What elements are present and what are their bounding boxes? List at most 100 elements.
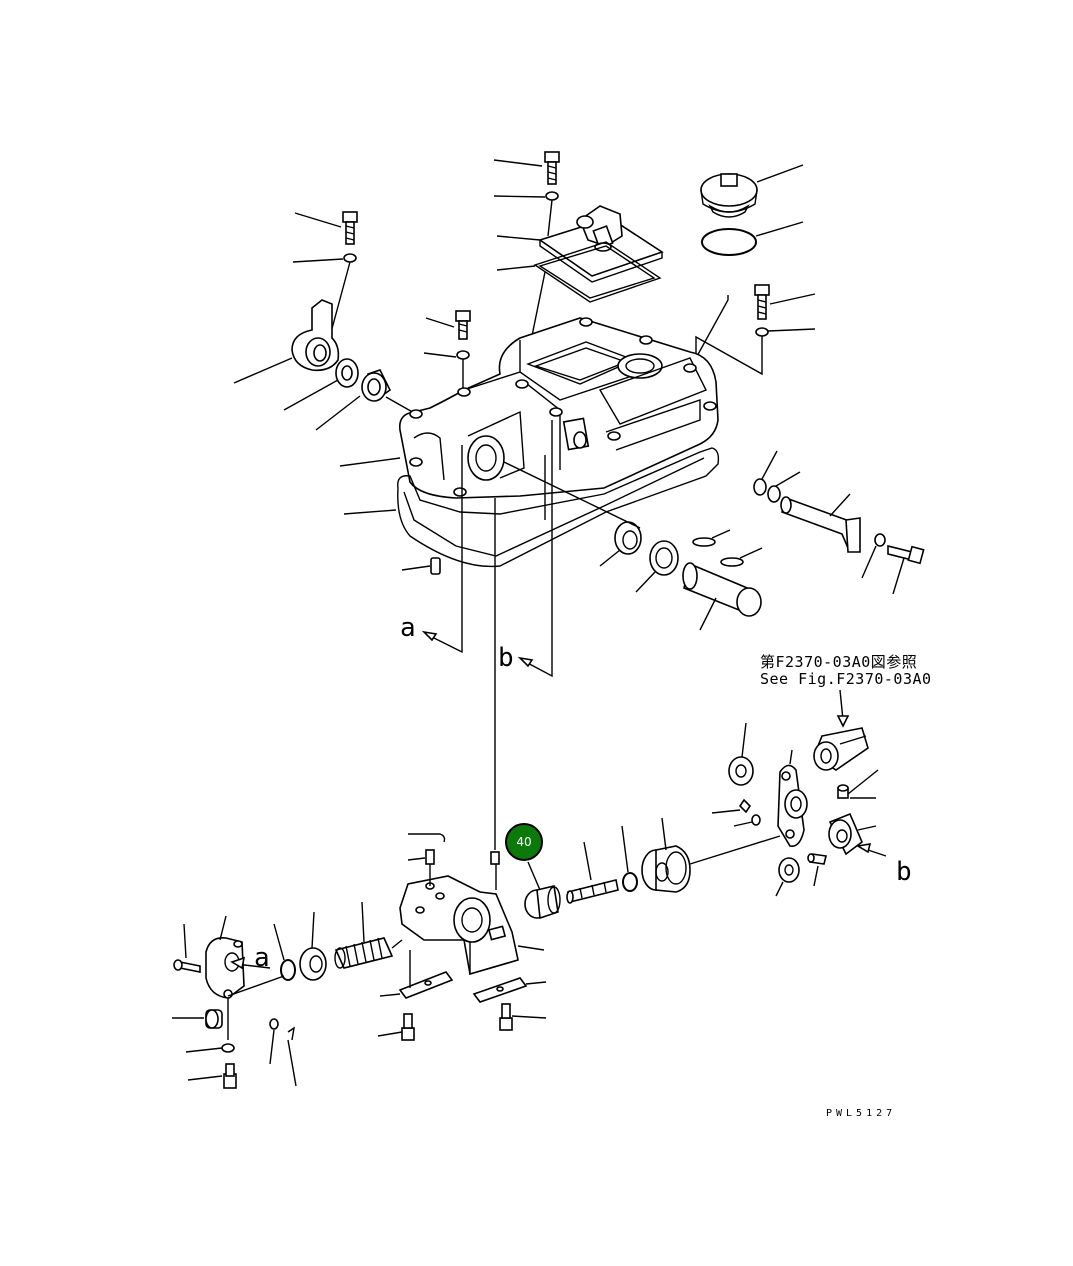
- leader-line: [761, 450, 778, 480]
- view-line-b: [521, 420, 553, 678]
- arrow-head: [517, 656, 534, 668]
- leader-line: [583, 841, 592, 881]
- bushing: [361, 369, 392, 402]
- leader-line: [525, 981, 547, 985]
- leader-line: [599, 549, 621, 567]
- washer: [874, 533, 886, 547]
- view-label-b-upper: b: [498, 643, 514, 673]
- shaft-with-lever: [780, 496, 861, 553]
- cover-plate-with-elbow: [538, 205, 664, 283]
- leader-line: [699, 597, 717, 631]
- leader-line: [892, 557, 905, 595]
- leader-line: [329, 261, 351, 337]
- shim-plate: [472, 977, 528, 1003]
- main-housing: [398, 317, 719, 499]
- leader-line: [283, 379, 339, 411]
- arrow-head: [230, 956, 246, 970]
- pin-small: [738, 798, 752, 814]
- reference-note-en: See Fig.F2370-03A0: [760, 670, 932, 688]
- leader-line: [517, 945, 545, 951]
- washer: [221, 1043, 235, 1053]
- leader-line: [861, 545, 877, 579]
- o-ring-small: [753, 478, 767, 496]
- callout-number: 40: [516, 835, 531, 849]
- seal-ring: [614, 521, 642, 555]
- leader-line: [219, 915, 227, 941]
- leader-line: [847, 769, 879, 795]
- bolt: [342, 211, 358, 245]
- clevis-link: [813, 727, 869, 771]
- leader-line: [423, 352, 457, 358]
- leader-line: [311, 911, 315, 949]
- washer-large: [778, 857, 800, 883]
- snap-ring: [280, 959, 296, 981]
- view-line-a: [425, 445, 463, 654]
- bearing-small: [335, 358, 359, 388]
- drawing-code: PWL5127: [826, 1108, 896, 1119]
- washer: [751, 814, 761, 826]
- washer: [269, 1018, 279, 1030]
- bolt: [754, 284, 770, 320]
- leader-line: [496, 235, 541, 241]
- key: [720, 557, 744, 567]
- washer: [545, 191, 559, 201]
- leader-line: [857, 825, 877, 831]
- leader-line: [769, 293, 816, 305]
- view-label-b-lower: b: [896, 857, 912, 887]
- leader-line: [361, 901, 365, 943]
- view-label-a-lower: a: [254, 943, 270, 973]
- leader-line: [711, 529, 731, 539]
- leader-line: [183, 923, 187, 959]
- lever-plate: [777, 764, 808, 847]
- shaft: [682, 562, 762, 617]
- leader-line: [233, 357, 293, 384]
- leader-line: [527, 861, 541, 891]
- pin: [807, 853, 827, 865]
- leader-line: [547, 199, 553, 237]
- callout-circle[interactable]: [505, 823, 543, 861]
- bolt: [223, 1063, 237, 1089]
- callout-badge[interactable]: 40: [505, 823, 543, 861]
- spring-seat: [299, 947, 327, 981]
- o-ring-small: [767, 485, 781, 503]
- dowel-pin: [490, 851, 500, 865]
- leader-line: [343, 509, 397, 515]
- leader-line: [739, 547, 763, 559]
- leader-line: [755, 221, 804, 237]
- leader-line: [187, 1075, 223, 1081]
- lever-arm: [291, 299, 340, 372]
- washer: [456, 350, 470, 360]
- snap-ring: [622, 872, 638, 892]
- leader-line: [287, 1039, 297, 1087]
- shim-plate: [398, 971, 454, 999]
- bolt: [887, 544, 925, 565]
- plug: [524, 885, 561, 920]
- dowel-pin: [430, 557, 441, 575]
- leader-line: [269, 1029, 275, 1065]
- key: [692, 537, 716, 547]
- leader-line: [695, 295, 763, 376]
- leader-line: [185, 1047, 223, 1053]
- valve-body: [399, 875, 519, 976]
- bearing: [649, 540, 679, 576]
- arrow-head: [855, 843, 872, 854]
- view-label-a-upper: a: [400, 613, 416, 643]
- leader-line: [756, 164, 804, 183]
- set-screw: [837, 784, 849, 799]
- end-cover: [205, 936, 245, 999]
- leader-line: [767, 328, 816, 332]
- rod: [566, 879, 619, 904]
- leader-line: [503, 461, 641, 529]
- breather-cap: [700, 173, 758, 218]
- dowel-pin: [425, 849, 435, 865]
- cam: [828, 812, 863, 856]
- bolt: [455, 310, 471, 340]
- leader-line: [741, 722, 747, 758]
- gasket: [533, 241, 662, 303]
- leader-line: [493, 195, 546, 198]
- leader-line: [379, 993, 401, 997]
- leader-line: [408, 833, 446, 843]
- leader-line: [621, 825, 629, 873]
- leader-line: [339, 457, 401, 467]
